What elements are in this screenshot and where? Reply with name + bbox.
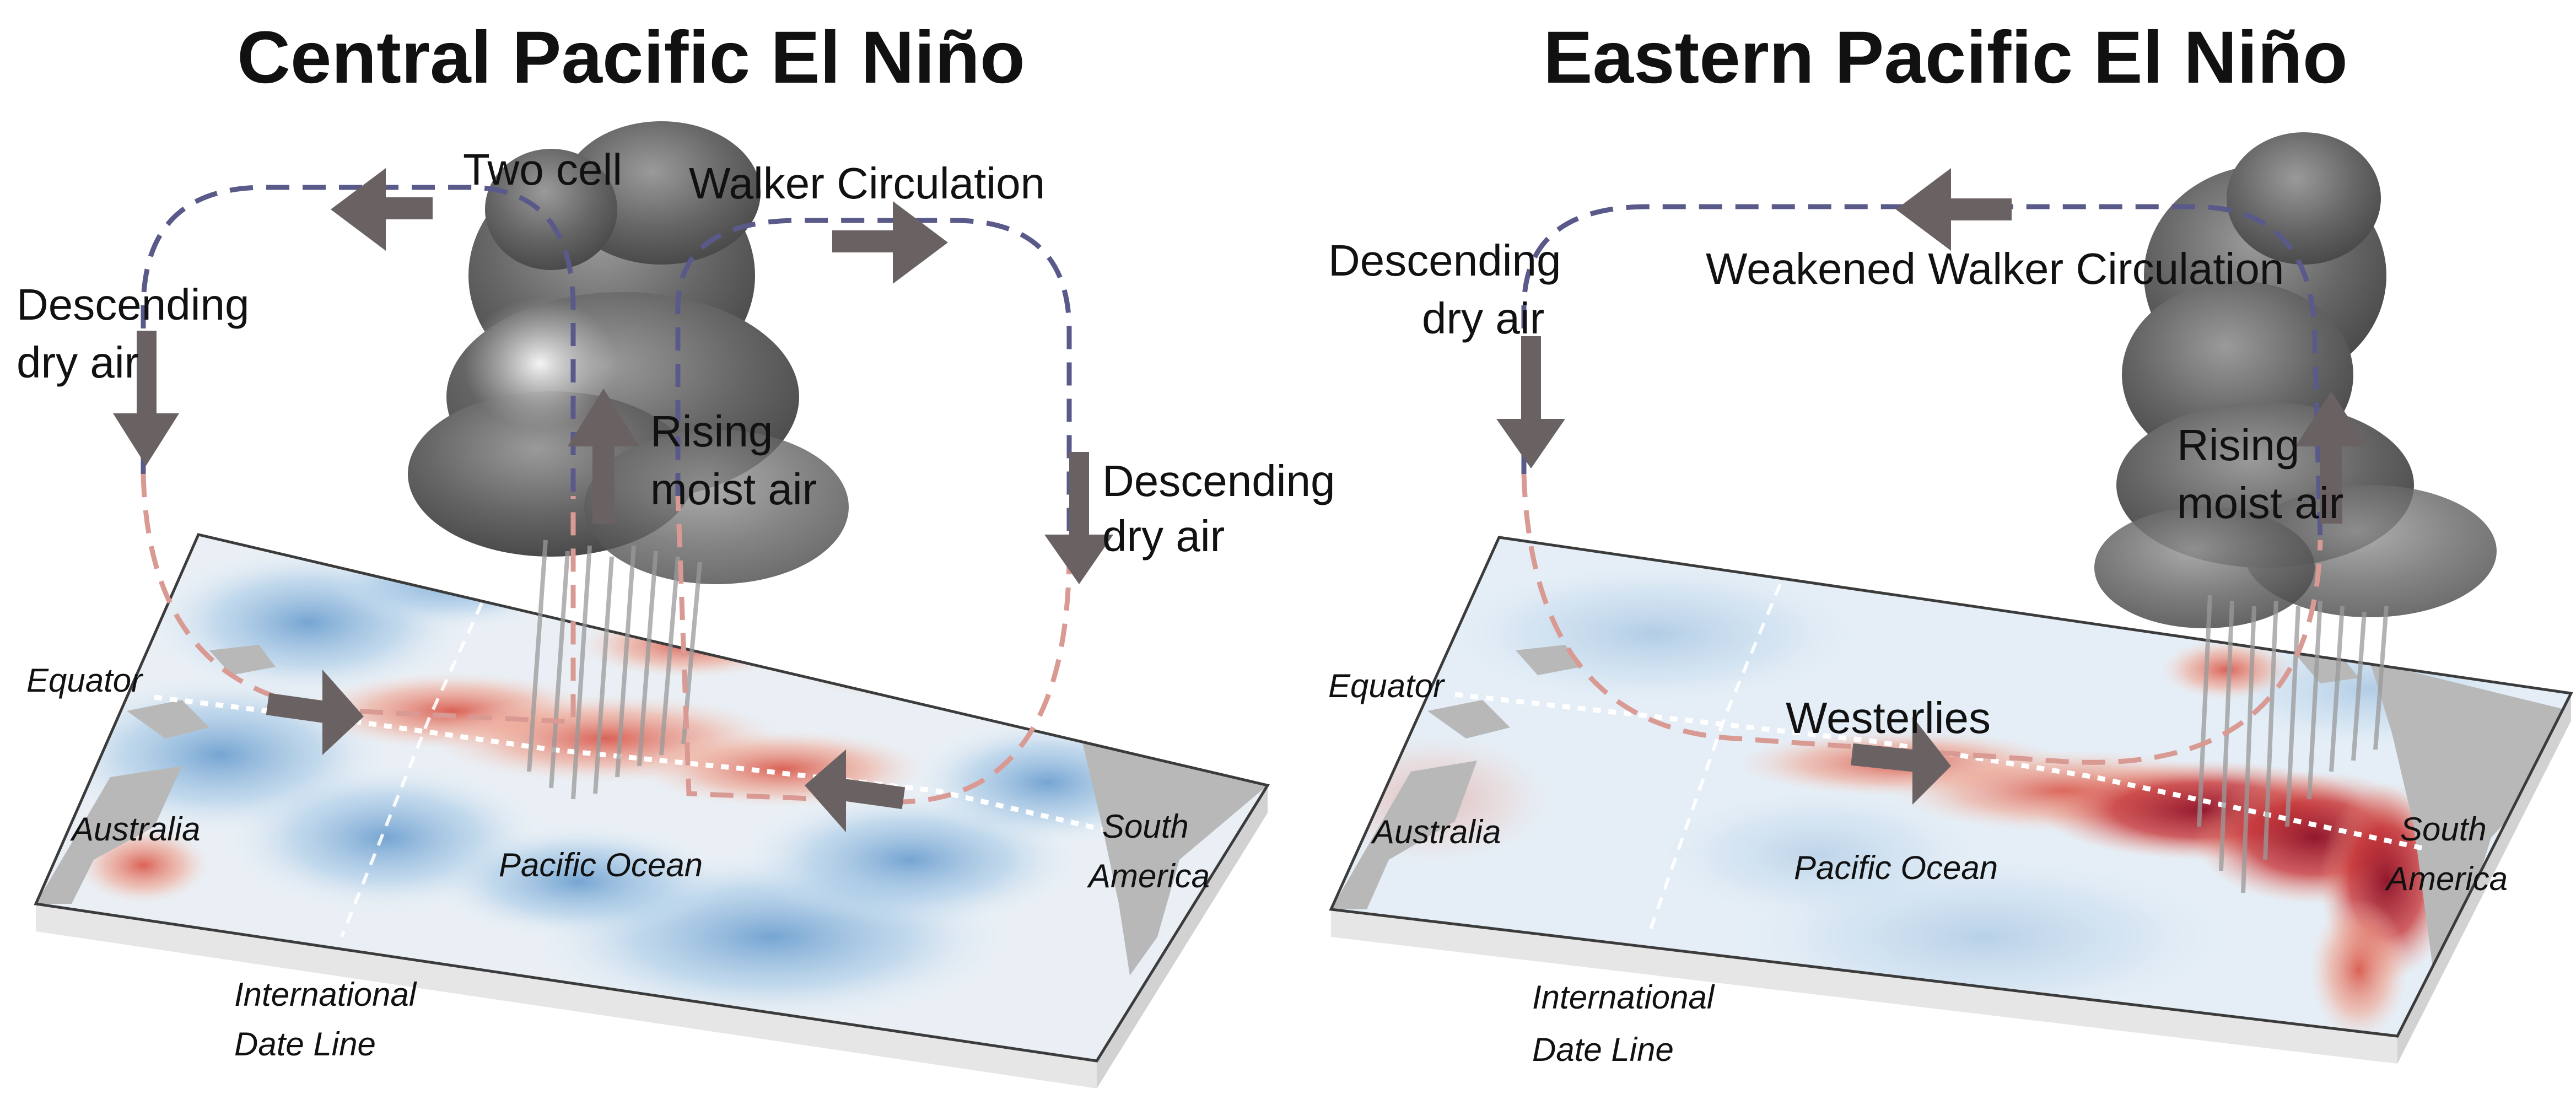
left-upper-eastward-arrow-icon: [832, 201, 948, 284]
left-date-line-label-line2: Date Line: [234, 1026, 376, 1063]
left-rising-label-line2: moist air: [650, 465, 817, 514]
left-international-date-line: [340, 583, 492, 938]
left-rainfall-streaks: [527, 540, 702, 800]
right-westerlies-label: Westerlies: [1786, 693, 1991, 742]
right-panel-title: Eastern Pacific El Niño: [1543, 17, 2348, 99]
right-rising-arrow-icon: [2295, 391, 2367, 524]
left-western-walker-cell-upper: [141, 185, 576, 496]
right-westerlies-arrow-icon: [1851, 716, 1951, 805]
left-walker-circulation-label: Walker Circulation: [689, 159, 1045, 208]
left-rising-label-line1: Rising: [650, 407, 773, 456]
left-descending-east-label-line2: dry air: [1102, 511, 1225, 560]
right-pacific-ocean-label: Pacific Ocean: [1794, 849, 1998, 886]
left-date-line-label-line1: International: [234, 976, 417, 1013]
right-international-date-line: [1646, 583, 1782, 937]
right-panel: Eastern Pacific El Niño: [1328, 17, 2573, 1068]
left-two-cell-label: Two cell: [463, 145, 622, 194]
right-rising-label-line2: moist air: [2177, 478, 2343, 527]
right-convective-cloud-icon: [2094, 132, 2497, 628]
left-australia-label: Australia: [70, 811, 200, 848]
right-ocean-slab: [1329, 536, 2573, 1064]
right-walker-cell-lower: [1521, 473, 2323, 765]
left-panel: Central Pacific El Niño: [17, 17, 1335, 1088]
left-eastern-walker-cell-upper: [675, 218, 1072, 551]
right-upper-westward-arrow-icon: [1896, 168, 2012, 251]
left-western-walker-cell-lower: [141, 473, 576, 725]
right-walker-cell-upper: [1521, 204, 2323, 541]
left-ocean-slab: [34, 533, 1270, 1088]
left-descending-arrow-west-icon: [113, 331, 179, 466]
left-descending-west-label-line1: Descending: [17, 280, 250, 329]
right-equator-label: Equator: [1328, 667, 1445, 704]
right-date-line-label-line2: Date Line: [1532, 1031, 1674, 1068]
right-descending-label-line1: Descending: [1328, 236, 1561, 285]
left-south-america-label-line2: America: [1087, 858, 1210, 894]
right-descending-label-line2: dry air: [1422, 294, 1544, 343]
right-rising-label-line1: Rising: [2177, 421, 2299, 470]
left-equator-label: Equator: [26, 662, 143, 699]
left-south-america-label-line1: South: [1102, 808, 1189, 845]
right-rainfall-streaks: [2197, 595, 2389, 893]
left-rising-arrow-icon: [568, 389, 639, 524]
right-weakened-walker-label: Weakened Walker Circulation: [1706, 244, 2284, 293]
right-australia-label: Australia: [1371, 813, 1501, 850]
left-surface-eastward-arrow-icon: [266, 670, 364, 755]
left-pacific-ocean-label: Pacific Ocean: [499, 847, 703, 883]
left-surface-westward-arrow-icon: [805, 750, 906, 832]
right-date-line-label-line1: International: [1532, 979, 1715, 1016]
right-descending-arrow-icon: [1496, 336, 1565, 468]
right-south-america-label-line2: America: [2385, 860, 2508, 897]
left-upper-westward-arrow-icon: [331, 168, 433, 251]
left-panel-title: Central Pacific El Niño: [237, 17, 1025, 99]
left-descending-east-label-line1: Descending: [1102, 456, 1335, 505]
left-descending-arrow-east-icon: [1044, 452, 1113, 584]
left-descending-west-label-line2: dry air: [17, 338, 139, 387]
right-south-america-label-line1: South: [2400, 811, 2487, 848]
